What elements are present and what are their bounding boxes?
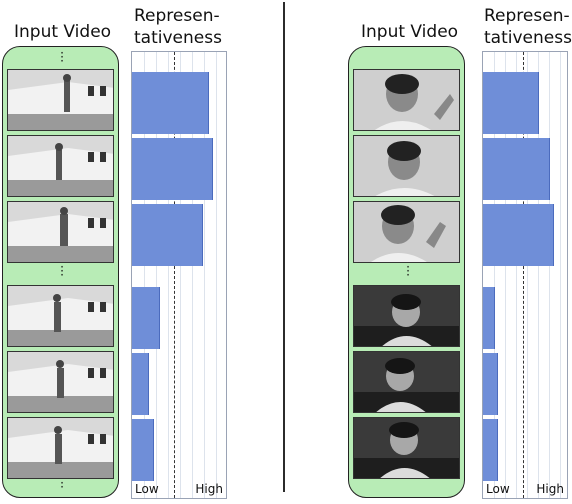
gridline: [204, 52, 205, 498]
rep-bar: [132, 287, 160, 349]
gridline: [527, 52, 528, 498]
rep-bar: [483, 138, 550, 200]
rep-bar: [483, 287, 495, 349]
axis-low-label: Low: [486, 482, 510, 496]
axis-low-label: Low: [135, 482, 159, 496]
representativeness-chart: Low High: [131, 51, 227, 499]
axis-high-label: High: [195, 482, 223, 496]
gridline: [144, 52, 145, 498]
ellipsis-middle: ···: [406, 260, 410, 282]
gridline: [168, 52, 169, 498]
axis-high-label: High: [536, 482, 564, 496]
video-frame: [7, 351, 114, 413]
ellipsis-top: ···: [60, 46, 64, 68]
representativeness-chart: Low High: [482, 51, 568, 499]
gridline: [180, 52, 181, 498]
gridline: [216, 52, 217, 498]
video-frame: [7, 201, 114, 263]
gridline: [516, 52, 517, 498]
gridline: [192, 52, 193, 498]
rep-bar: [132, 72, 209, 134]
input-video-title: Input Video: [14, 22, 112, 42]
midpoint-dashed-line: [174, 52, 175, 498]
representativeness-title-line1: Represen-: [134, 6, 220, 26]
panel-divider: [283, 2, 285, 492]
gridline: [494, 52, 495, 498]
video-frame: [7, 417, 114, 479]
rep-bar: [132, 138, 213, 200]
ellipsis-middle: ···: [60, 260, 64, 282]
video-strip: ··· ···: [2, 46, 119, 498]
video-frame: [353, 201, 460, 263]
rep-bar: [483, 204, 554, 266]
rep-bar: [483, 419, 498, 481]
rep-bar: [132, 419, 154, 481]
rep-bar: [483, 72, 539, 134]
representativeness-title-line1: Represen-: [484, 6, 570, 26]
gridline: [156, 52, 157, 498]
left-panel: Input Video Represen- tativeness ···: [2, 6, 227, 499]
input-video-title: Input Video: [361, 22, 459, 42]
video-frame: [353, 285, 460, 347]
right-panel: Input Video Represen- tativeness ···: [286, 0, 572, 504]
video-frame: [353, 417, 460, 479]
video-frame: [7, 69, 114, 131]
gridline: [538, 52, 539, 498]
gridline: [505, 52, 506, 498]
representativeness-title-line2: tativeness: [134, 28, 222, 48]
rep-bar: [132, 204, 203, 266]
representativeness-title-line2: tativeness: [484, 28, 572, 48]
ellipsis-bottom: ··: [60, 476, 64, 494]
video-frame: [7, 135, 114, 197]
video-frame: [353, 69, 460, 131]
rep-bar: [483, 353, 498, 415]
rep-bar: [132, 353, 149, 415]
video-frame: [7, 285, 114, 347]
video-frame: [353, 135, 460, 197]
video-strip: ···: [348, 46, 465, 498]
gridline: [560, 52, 561, 498]
gridline: [549, 52, 550, 498]
midpoint-dashed-line: [523, 52, 524, 498]
video-frame: [353, 351, 460, 413]
